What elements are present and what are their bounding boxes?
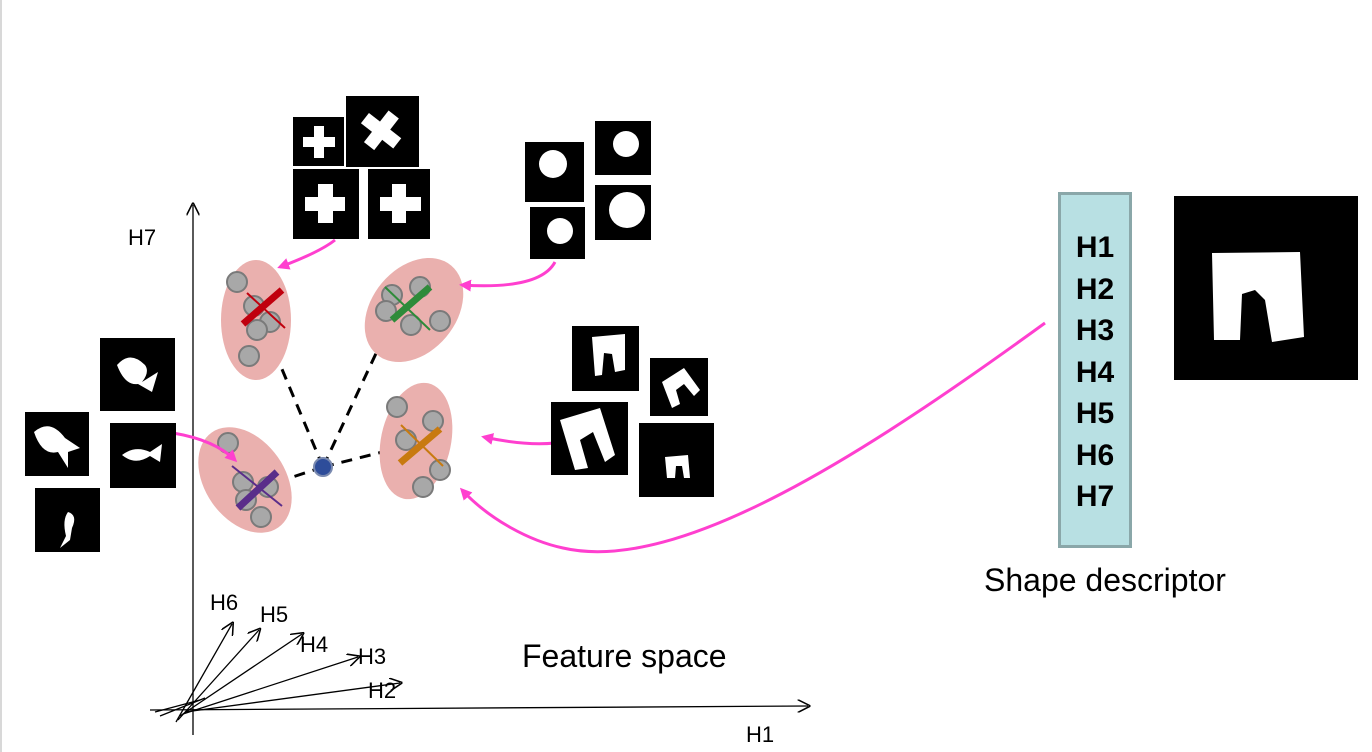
shape-descriptor-box: H1 H2 H3 H4 H5 H6 H7 <box>1058 192 1132 548</box>
descriptor-h4: H4 <box>1075 356 1115 389</box>
h6-axis-label: H6 <box>210 590 238 615</box>
descriptor-h6: H6 <box>1075 439 1115 472</box>
descriptor-h7: H7 <box>1075 480 1115 513</box>
axes <box>149 205 808 735</box>
descriptor-h3: H3 <box>1075 314 1115 347</box>
h4-axis-label: H4 <box>300 632 328 657</box>
cross-thumb-3 <box>293 169 359 239</box>
descriptor-h5: H5 <box>1075 397 1115 430</box>
h3-axis-label: H3 <box>358 644 386 669</box>
descriptor-h1: H1 <box>1075 231 1115 264</box>
shape-descriptor-caption: Shape descriptor <box>984 562 1226 598</box>
cluster-circle <box>364 258 464 362</box>
fish-thumbnails <box>25 338 176 552</box>
cluster-fish <box>198 427 292 533</box>
h1-axis <box>149 706 808 710</box>
h7-axis-label: H7 <box>128 225 156 250</box>
arch-thumbnails <box>551 326 714 497</box>
cluster-arch <box>379 382 453 500</box>
h2-axis <box>184 683 400 713</box>
h5-axis <box>177 630 259 721</box>
cross-thumb-4 <box>368 169 430 239</box>
query-point <box>313 457 333 477</box>
feature-space-caption: Feature space <box>522 638 727 674</box>
pink-arrows <box>172 238 1046 554</box>
cross-thumb-1 <box>293 117 344 166</box>
descriptor-h2: H2 <box>1075 273 1115 306</box>
h5-axis-label: H5 <box>260 602 288 627</box>
h4-axis <box>179 634 302 717</box>
cross-thumbnails <box>293 96 430 239</box>
cross-thumb-2 <box>346 96 419 167</box>
h3-axis <box>182 657 358 715</box>
h1-axis-label: H1 <box>746 722 774 747</box>
cluster-cross <box>221 260 291 380</box>
query-shape-thumbnail <box>1174 196 1358 380</box>
circle-thumbnails <box>525 121 651 259</box>
h2-axis-label: H2 <box>368 678 396 703</box>
